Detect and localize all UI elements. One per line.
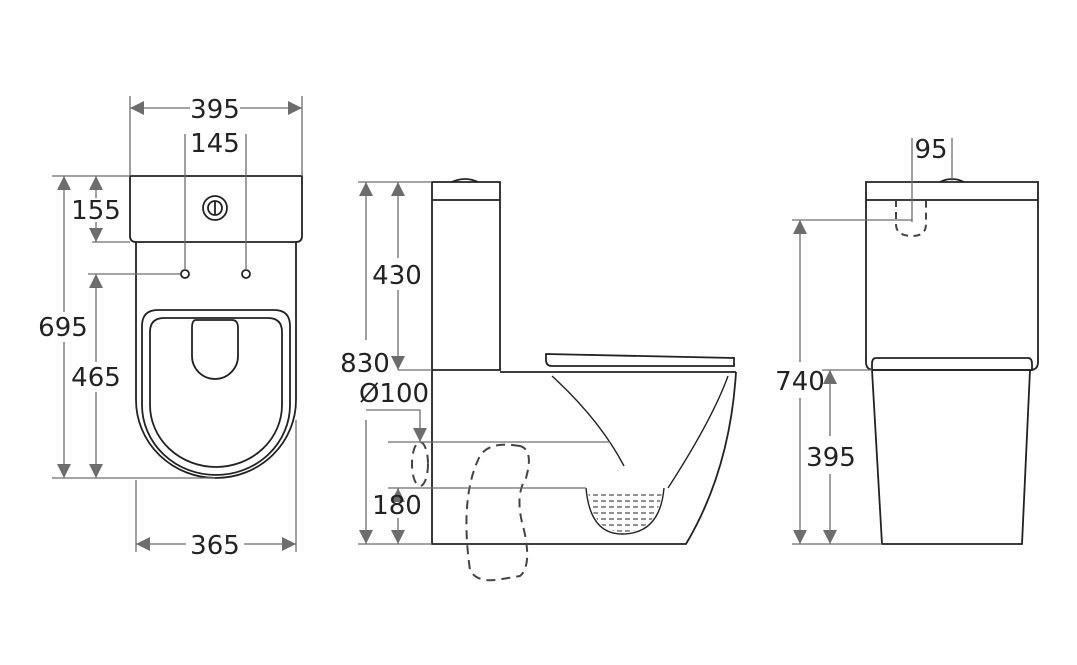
bowl-interior — [551, 375, 625, 467]
dim-valve-offset: 95 — [914, 135, 947, 165]
dim-tank-total-height: 740 — [775, 367, 825, 397]
flush-button-icon — [202, 195, 228, 221]
dim-outlet-height: 180 — [372, 491, 422, 521]
dim-bowl-height: 395 — [806, 443, 856, 473]
dim-overall-length: 695 — [38, 313, 88, 343]
seat-side — [545, 353, 735, 367]
bowl-side-outline — [431, 370, 737, 545]
seat-outer — [141, 309, 291, 476]
dim-hole-to-front: 465 — [71, 363, 121, 393]
seat-opening — [191, 319, 239, 380]
dim-tank-depth: 155 — [71, 196, 121, 226]
front-view — [865, 178, 1039, 545]
top-view-dimensions — [52, 96, 303, 552]
fixing-hole-right — [241, 269, 251, 279]
dim-tank-height: 430 — [372, 261, 422, 291]
side-view — [431, 178, 737, 545]
dim-hole-spacing: 145 — [190, 129, 240, 159]
top-view — [129, 175, 303, 479]
dim-overall-height: 830 — [340, 349, 390, 379]
water-pattern — [588, 490, 662, 532]
tank-side-outline — [431, 181, 501, 371]
seat-inner — [149, 317, 283, 468]
flush-button-side — [451, 178, 479, 183]
bowl-top-outline — [135, 242, 297, 479]
outlet-pipe-hidden — [411, 441, 530, 582]
bowl-front-outline — [871, 369, 1031, 545]
fixing-hole-left — [180, 269, 190, 279]
side-view-dimensions — [358, 181, 610, 545]
dim-bowl-width: 365 — [190, 531, 240, 561]
tank-front-outline — [865, 181, 1039, 371]
dim-outlet-diameter: Ø100 — [359, 379, 429, 409]
flush-valve-hidden — [895, 200, 927, 238]
tank-top-outline — [129, 175, 303, 243]
seat-front — [871, 357, 1033, 371]
front-view-dimensions — [792, 138, 953, 545]
water-seal — [585, 487, 665, 535]
dim-overall-width: 395 — [190, 95, 240, 125]
